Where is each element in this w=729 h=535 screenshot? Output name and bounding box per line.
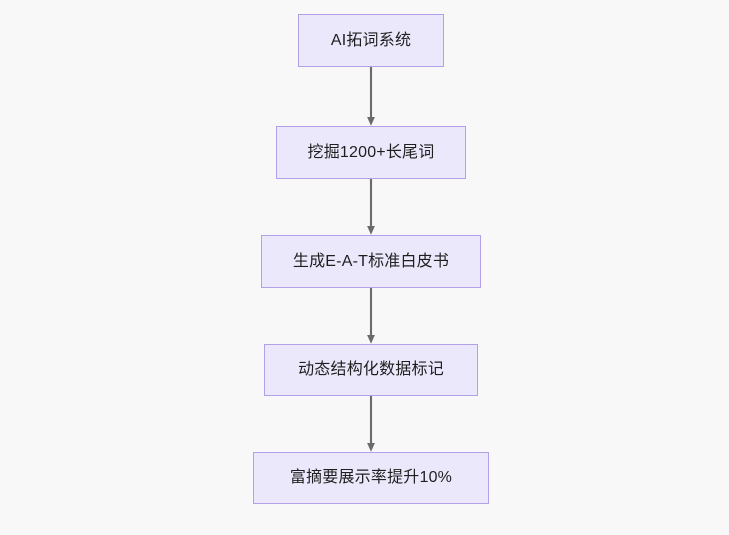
flowchart-node[interactable]: 挖掘1200+长尾词	[276, 126, 466, 179]
flowchart-node-label: AI拓词系统	[330, 31, 412, 49]
flowchart-node-label: 生成E-A-T标准白皮书	[292, 252, 450, 270]
flowchart-node[interactable]: 富摘要展示率提升10%	[253, 452, 489, 504]
flowchart-node-label: 富摘要展示率提升10%	[289, 469, 453, 486]
flowchart-node[interactable]: AI拓词系统	[298, 14, 444, 67]
flowchart-node-label: 动态结构化数据标记	[298, 361, 444, 378]
flowchart-node[interactable]: 生成E-A-T标准白皮书	[261, 235, 481, 288]
flowchart-node-label: 挖掘1200+长尾词	[307, 143, 435, 161]
flowchart-node[interactable]: 动态结构化数据标记	[264, 344, 478, 396]
